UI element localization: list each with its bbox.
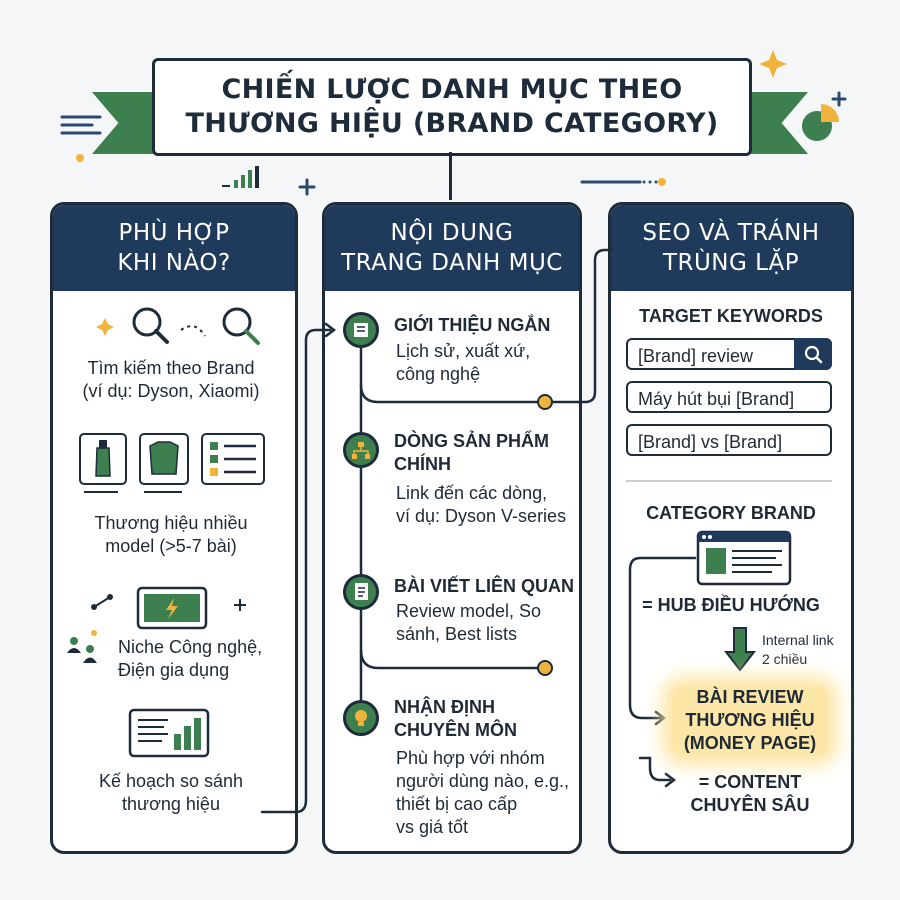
header-line: NỘI DUNG — [390, 220, 514, 246]
header-line: TRANG DANH MỤC — [341, 250, 563, 276]
desc-line: sánh, Best lists — [396, 624, 518, 644]
column-header: SEO VÀ TRÁNH TRÙNG LẶP — [611, 205, 851, 291]
keyword-chip: [Brand] vs [Brand] — [626, 424, 832, 456]
money-line: (MONEY PAGE) — [683, 733, 817, 753]
header-line: TRÙNG LẶP — [662, 250, 800, 276]
money-page-label: BÀI REVIEW THƯƠNG HIỆU (MONEY PAGE) — [660, 686, 840, 755]
column-header: PHÙ HỢP KHI NÀO? — [53, 205, 295, 291]
desc-line: Link đến các dòng, — [396, 483, 548, 503]
section-desc: Lịch sử, xuất xứ, công nghệ — [396, 340, 571, 386]
money-line: BÀI REVIEW — [696, 687, 804, 707]
title-line: NHẬN ĐỊNH — [394, 697, 495, 717]
document-icon — [343, 312, 379, 348]
keyword-text: [Brand] vs [Brand] — [638, 432, 783, 452]
title-line: CHUYÊN MÔN — [394, 720, 518, 740]
item-niche: Niche Công nghệ, Điện gia dụng — [118, 636, 288, 682]
page-title: CHIẾN LƯỢC DANH MỤC THEO THƯƠNG HIỆU (BR… — [186, 73, 719, 141]
title-line-2: THƯƠNG HIỆU (BRAND CATEGORY) — [185, 108, 719, 139]
product-icons — [79, 433, 265, 493]
internal-line: Internal link — [762, 632, 834, 648]
keyword-text: [Brand] review — [638, 346, 754, 366]
desc-line: người dùng nào, e.g., — [396, 771, 569, 791]
keyword-text: Máy hút bụi [Brand] — [638, 389, 795, 409]
money-line: THƯƠNG HIỆU — [685, 710, 815, 730]
section-title: BÀI VIẾT LIÊN QUAN — [394, 576, 575, 596]
keyword-chip: [Brand] review — [626, 338, 832, 370]
section-title: DÒNG SẢN PHẨM CHÍNH — [394, 430, 574, 476]
browser-icon — [696, 530, 792, 586]
section-title: NHẬN ĐỊNH CHUYÊN MÔN — [394, 696, 574, 742]
category-brand-title: CATEGORY BRAND — [646, 503, 816, 523]
item-line: model (>5-7 bài) — [105, 536, 237, 556]
column-category-content: NỘI DUNG TRANG DANH MỤC — [322, 202, 582, 854]
section-desc: Review model, So sánh, Best lists — [396, 600, 571, 646]
shirt-icon — [139, 433, 189, 493]
hub-label: = HUB ĐIỀU HƯỚNG — [642, 595, 820, 615]
search-icon — [96, 307, 260, 345]
article-icon — [343, 574, 379, 610]
arrow-down-icon — [724, 627, 756, 672]
lightbulb-icon — [343, 700, 379, 736]
desc-line: Phù hợp với nhóm — [396, 748, 545, 768]
list-icon — [201, 433, 265, 485]
desc-line: vs giá tốt — [396, 817, 469, 837]
keywords-title: TARGET KEYWORDS — [639, 306, 823, 326]
battery-icon — [67, 586, 246, 663]
item-compare-plan: Kế hoạch so sánh thương hiệu — [60, 770, 282, 816]
content-label: = CONTENT CHUYÊN SÂU — [660, 771, 840, 817]
title-line-1: CHIẾN LƯỢC DANH MỤC THEO — [221, 74, 683, 105]
header-line: KHI NÀO? — [117, 250, 231, 276]
section-desc: Phù hợp với nhóm người dùng nào, e.g., t… — [396, 747, 574, 839]
item-many-models: Thương hiệu nhiều model (>5-7 bài) — [60, 512, 282, 558]
title-line: CHÍNH — [394, 454, 451, 474]
content-line: = CONTENT — [698, 772, 802, 792]
sitemap-icon — [343, 432, 379, 468]
desc-line: Review model, So — [396, 601, 542, 621]
item-brand-search: Tìm kiếm theo Brand (ví dụ: Dyson, Xiaom… — [60, 357, 282, 403]
header-line: SEO VÀ TRÁNH — [642, 220, 820, 246]
item-line: Điện gia dụng — [118, 660, 230, 680]
internal-line: 2 chiều — [762, 651, 808, 667]
bottle-icon — [79, 433, 127, 493]
item-line: Tìm kiếm theo Brand — [87, 358, 255, 378]
money-page-highlight — [672, 686, 828, 756]
keyword-chip: Máy hút bụi [Brand] — [626, 381, 832, 413]
desc-line: ví dụ: Dyson V-series — [396, 506, 567, 526]
people-icon — [67, 630, 97, 663]
pie-icon — [802, 104, 839, 141]
header-line: PHÙ HỢP — [118, 220, 230, 246]
title-line: DÒNG SẢN PHẨM — [394, 431, 550, 451]
item-line: thương hiệu — [122, 794, 220, 814]
desc-line: công nghệ — [396, 364, 481, 384]
item-line: (ví dụ: Dyson, Xiaomi) — [82, 381, 260, 401]
item-line: Kế hoạch so sánh — [98, 771, 244, 791]
chart-icon — [128, 708, 210, 758]
desc-line: thiết bị cao cấp — [396, 794, 518, 814]
content-line: CHUYÊN SÂU — [690, 795, 810, 815]
bar-icon — [222, 166, 259, 188]
divider — [626, 480, 832, 482]
title-connector — [449, 152, 452, 200]
desc-line: Lịch sử, xuất xứ, — [396, 341, 531, 361]
item-line: Niche Công nghệ, — [118, 637, 263, 657]
internal-link-label: Internal link 2 chiều — [762, 631, 854, 669]
section-title: GIỚI THIỆU NGẮN — [394, 315, 551, 335]
title-banner: CHIẾN LƯỢC DANH MỤC THEO THƯƠNG HIỆU (BR… — [152, 58, 752, 156]
item-line: Thương hiệu nhiều — [94, 513, 248, 533]
section-desc: Link đến các dòng, ví dụ: Dyson V-series — [396, 482, 574, 528]
search-icon — [794, 338, 832, 370]
column-when-suitable: PHÙ HỢP KHI NÀO? — [50, 202, 298, 854]
column-header: NỘI DUNG TRANG DANH MỤC — [325, 205, 579, 291]
sparkle-icon — [759, 50, 787, 78]
